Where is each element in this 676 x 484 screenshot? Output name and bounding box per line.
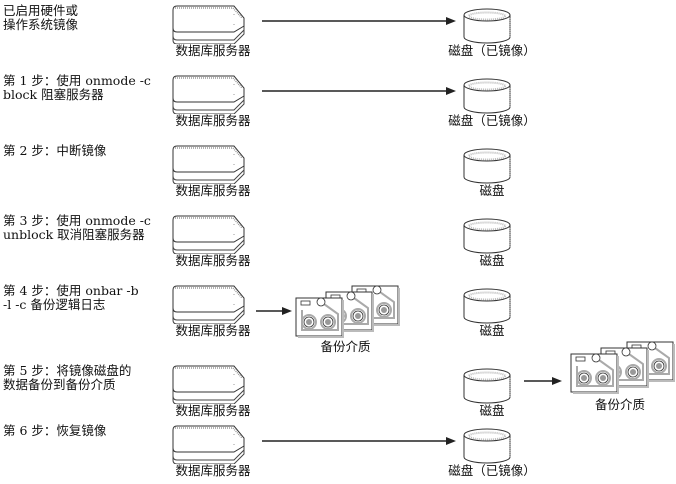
server-label: 数据库服务器 [175,323,251,338]
database-server-icon [172,5,245,44]
disk-label: 磁盘（已镜像） [448,463,536,478]
backup-media-icon [295,285,400,338]
step-description: 第 2 步：中断镜像 [3,143,107,158]
disk-icon [463,288,511,324]
database-server-icon [172,365,245,404]
server-label: 数据库服务器 [175,113,251,128]
server-label: 数据库服务器 [175,183,251,198]
disk-label: 磁盘 [479,183,505,198]
disk-label: 磁盘 [479,253,505,268]
database-server-icon [172,425,245,464]
arrow-disk-to-media-icon [524,377,562,385]
arrow-to-disk-icon [262,87,456,95]
step-description: 第 4 步：使用 onbar -b -l -c 备份逻辑日志 [3,283,139,312]
disk-icon [463,78,511,114]
database-server-icon [172,215,245,254]
disk-icon [463,218,511,254]
disk-label: 磁盘 [479,403,505,418]
step-description: 第 6 步：恢复镜像 [3,423,107,438]
disk-label: 磁盘（已镜像） [448,113,536,128]
server-label: 数据库服务器 [175,43,251,58]
step-description: 已启用硬件或 操作系统镜像 [3,3,79,32]
step-description: 第 5 步：将镜像磁盘的 数据备份到备份介质 [3,363,132,392]
arrow-to-disk-icon [262,437,456,445]
arrow-to-media-icon [256,307,292,315]
disk-label: 磁盘 [479,323,505,338]
step-description: 第 1 步：使用 onmode -c block 阻塞服务器 [3,73,151,102]
backup-media-label: 备份介质 [320,339,371,354]
database-server-icon [172,285,245,324]
disk-icon [463,368,511,404]
server-label: 数据库服务器 [175,403,251,418]
disk-icon [463,148,511,184]
database-server-icon [172,145,245,184]
step-description: 第 3 步：使用 onmode -c unblock 取消阻塞服务器 [3,213,151,242]
server-label: 数据库服务器 [175,253,251,268]
database-server-icon [172,75,245,114]
disk-icon [463,8,511,44]
disk-icon [463,428,511,464]
backup-media-icon [570,341,675,394]
backup-media-label: 备份介质 [594,397,645,412]
arrow-to-disk-icon [262,17,456,25]
server-label: 数据库服务器 [175,463,251,478]
disk-label: 磁盘（已镜像） [448,43,536,58]
